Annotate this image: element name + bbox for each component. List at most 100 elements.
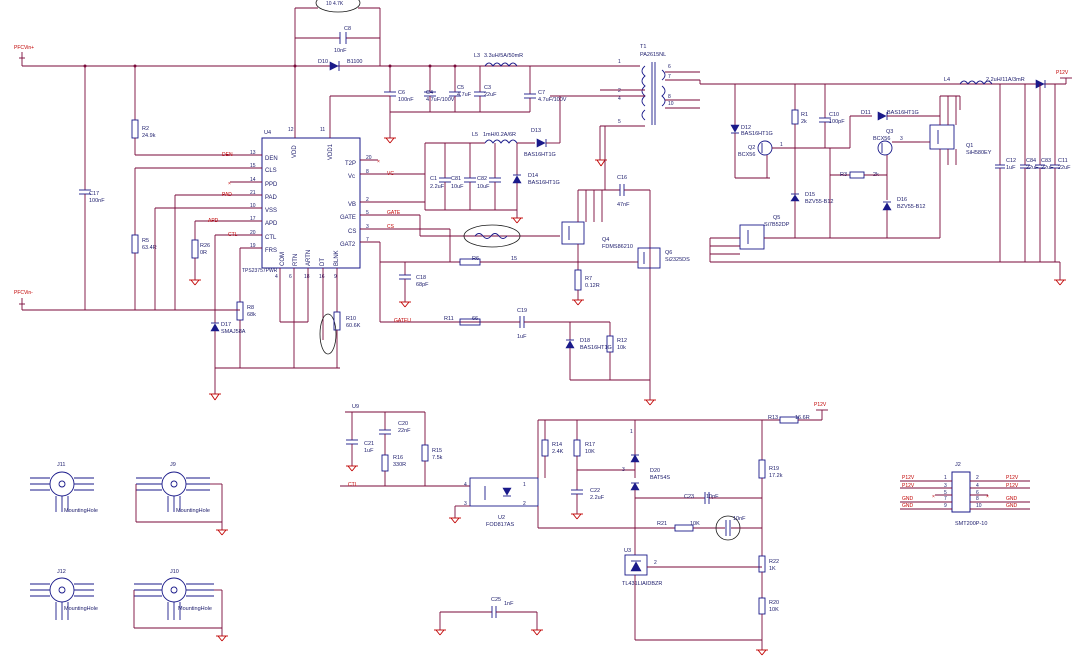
c5-value: 4.7uF — [457, 92, 472, 98]
c81-ref: C81 — [451, 176, 461, 182]
c18-value: 68pF — [416, 282, 429, 288]
c82-value: 10uF — [477, 184, 490, 190]
c84-value: 22uF — [1026, 165, 1039, 171]
j2-pin-8: 8 — [976, 496, 979, 502]
net-gateu: GATEU — [394, 318, 411, 324]
u4-num-r2: 2 — [366, 197, 369, 203]
u4-num-21: 21 — [250, 190, 256, 196]
r1-value: 2k — [801, 119, 807, 125]
u4-pin-dt: DT — [320, 258, 326, 266]
d17-value: SMAJ58A — [221, 329, 246, 335]
c10-ref: C10 — [829, 112, 839, 118]
c17-ref: C17 — [89, 191, 99, 197]
net-den: DEN — [222, 152, 233, 158]
c83-ref: C83 — [1041, 158, 1051, 164]
j12-ref: J12 — [57, 569, 66, 575]
j2-left-1: P12V — [902, 475, 915, 481]
d17-ref: D17 — [221, 322, 231, 328]
r13-value: 16.6R — [795, 415, 810, 421]
r2-value: 24.9k — [142, 133, 156, 139]
u4-num-10: 10 — [250, 203, 256, 209]
r11-ref: R11 — [444, 316, 454, 322]
u4-num-19: 19 — [250, 243, 256, 249]
l3-value: 3.3uH/5A/50mR — [484, 53, 523, 59]
net-ctl2: CTL — [348, 482, 358, 488]
u2-pin2: 2 — [523, 501, 526, 507]
u4-pin-ctl: CTL — [265, 235, 277, 241]
c84-ref: C84 — [1026, 158, 1036, 164]
u4-pin-artn: ARTN — [306, 250, 312, 266]
c5-ref: C5 — [457, 85, 464, 91]
t1-pin5: 5 — [618, 119, 621, 125]
j2-pin-3: 3 — [944, 483, 947, 489]
c4-ref: C4 — [426, 90, 433, 96]
u4-num-r8: 8 — [366, 169, 369, 175]
j11-value: MountingHole — [64, 508, 98, 514]
d10-ref: D10 — [318, 59, 328, 65]
c18-ref: C18 — [416, 275, 426, 281]
r13-ref: R13 — [768, 415, 778, 421]
u2-value: FOD817AS — [486, 522, 514, 528]
c17-value: 100nF — [89, 198, 105, 204]
c4-value: 4.7uF/100V — [426, 97, 455, 103]
c8-snubber: 10 4.7K C8 10nF — [294, 0, 381, 66]
feedback-section: U9 C21 1uF C20 22nF R16 330R R15 7.5k CT… — [340, 402, 828, 656]
j9-ref: J9 — [170, 462, 176, 468]
c6-ref: C6 — [398, 90, 405, 96]
j2-part: SMT200P-10 — [955, 521, 987, 527]
u4-pin-ppd: PPD — [265, 182, 278, 188]
j2-ref: J2 — [955, 462, 961, 468]
c1-ref: C1 — [430, 176, 437, 182]
primary-switches: Q4 FDMS86210 C16 47nF R7 0.12R Q6 Si2325… — [561, 125, 690, 406]
j2-pin-5: 5 — [944, 490, 947, 496]
r26-ref: R26 — [200, 243, 210, 249]
u4-left-network: R2 24.9k DEN C17 100nF R5 63.4R × PAD AP… — [14, 66, 361, 401]
j2-pin-6: 6 — [976, 490, 979, 496]
t1-pin2: 2 — [618, 88, 621, 94]
u4-pin-apd: APD — [265, 221, 278, 227]
r16-ref: R16 — [393, 455, 403, 461]
c1-value: 2.2uF — [430, 184, 445, 190]
r5-ref: R5 — [142, 238, 149, 244]
u4-num-13: 13 — [250, 150, 256, 156]
d18-value: BAS16HT1G — [580, 345, 612, 351]
r10-value: 60.6K — [346, 323, 361, 329]
u4-num-r3: 3 — [366, 224, 369, 230]
r17-value: 10K — [585, 449, 595, 455]
j10-ref: J10 — [170, 569, 179, 575]
j2-pin-10: 10 — [976, 503, 982, 509]
u4-pin-blnk: BLNK — [334, 250, 340, 266]
r17-ref: R17 — [585, 442, 595, 448]
u4-part: TPS23757PWR — [242, 268, 278, 274]
j2-left-3: P12V — [902, 483, 915, 489]
q5-ref: Q5 — [773, 215, 780, 221]
net-ctl: CTL — [228, 232, 238, 238]
u4-pin-vss: VSS — [265, 208, 277, 214]
c19-value: 1uF — [517, 334, 527, 340]
d18-ref: D18 — [580, 338, 590, 344]
input-caps: C6 100nF C4 4.7uF/100V C5 4.7uF C3 22uF — [384, 66, 497, 144]
l4-ref: L4 — [944, 77, 950, 83]
r11-value: 66 — [472, 316, 478, 322]
mounting-hole-j11: J11 MountingHole — [30, 462, 98, 514]
d20-value: BAT54S — [650, 475, 670, 481]
d15-value: BZV55-B12 — [805, 199, 833, 205]
r-top-label: 10 4.7K — [326, 1, 344, 7]
net-p12v-out: P12V — [1056, 70, 1069, 76]
net-apd: APD — [208, 218, 219, 224]
c-loop-value: 10nF — [733, 516, 746, 522]
d15-ref: D15 — [805, 192, 815, 198]
j2-right-2: P12V — [1006, 475, 1019, 481]
u4-num-11: 11 — [320, 127, 325, 133]
d13-value: BAS16HT1G — [524, 152, 556, 158]
r6-value: 15 — [511, 256, 517, 262]
u4-num-r5: 5 — [366, 210, 369, 216]
sync-rectifier: D12 BAS16HT1G R1 2k C10 100pF Q2 BCX56 D… — [709, 84, 992, 262]
l3-ref: L3 — [474, 53, 480, 59]
u4-num-16: 16 — [319, 274, 325, 280]
u4-pin-gate: GATE — [340, 215, 356, 221]
q4-ref: Q4 — [602, 237, 609, 243]
c22-value: 2.2uF — [590, 495, 605, 501]
c16-ref: C16 — [617, 175, 627, 181]
